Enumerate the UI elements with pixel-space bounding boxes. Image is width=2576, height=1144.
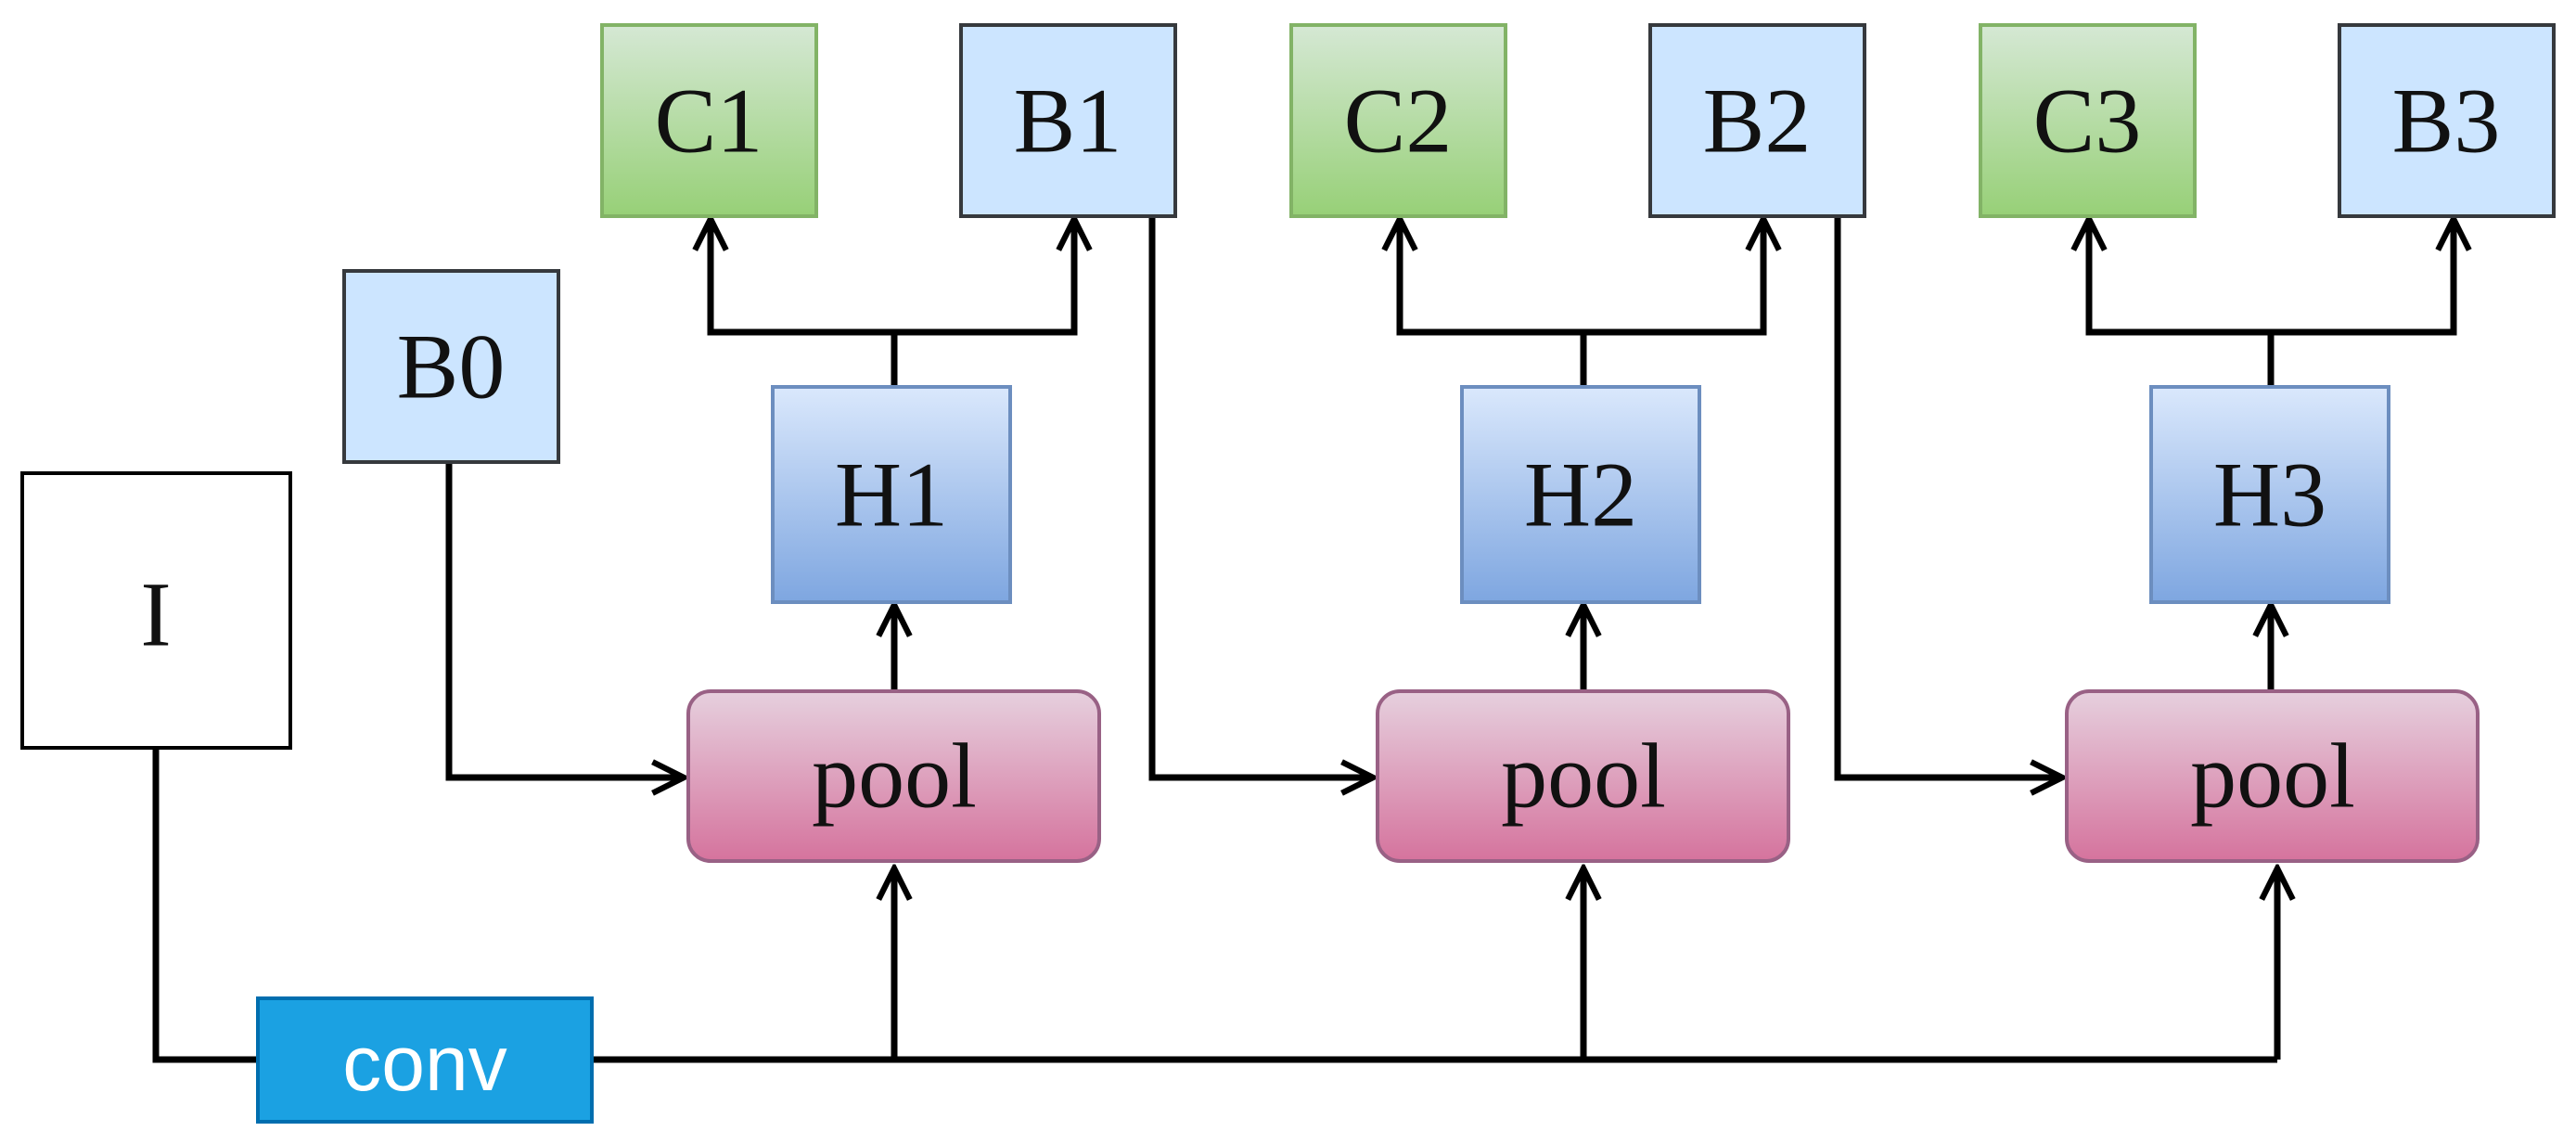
- box-node-b2: [1648, 23, 1866, 218]
- stage-2: C2 B2 H2 pool: [1289, 23, 1866, 863]
- box-node-b0: B0: [342, 269, 560, 464]
- input-label: I: [140, 563, 171, 666]
- edge-h1-to-c1: [711, 221, 894, 336]
- box-node-b1: [959, 23, 1177, 218]
- edges: [152, 217, 2454, 1063]
- pool-node-3: [2065, 689, 2480, 863]
- b2-label: B2: [1703, 70, 1812, 173]
- pool-node-2: [1376, 689, 1790, 863]
- c3-label: C3: [2033, 70, 2142, 173]
- b0-label: B0: [397, 315, 506, 418]
- pool-2-label: pool: [1501, 725, 1666, 828]
- edge-b1-to-pool-2: [1148, 217, 1371, 778]
- edge-h1-to-b1: [894, 221, 1074, 336]
- cls-node-c2: [1289, 23, 1507, 218]
- edge-input-to-conv: [152, 750, 258, 1063]
- conv-label: conv: [342, 1020, 506, 1107]
- head-node-h1: [771, 385, 1012, 604]
- edge-b0-to-pool-1: [445, 464, 682, 778]
- pool-3-label: pool: [2190, 725, 2355, 828]
- edge-h3-to-c3: [2089, 221, 2271, 336]
- h2-label: H2: [1524, 443, 1637, 546]
- cls-node-c3: [1979, 23, 2197, 218]
- input-node: I: [20, 471, 292, 750]
- box-node-b3: [2338, 23, 2556, 218]
- cls-node-c1: [600, 23, 818, 218]
- c1-label: C1: [655, 70, 763, 173]
- b1-label: B1: [1014, 70, 1122, 173]
- conv-node: conv: [256, 996, 594, 1124]
- nodes: I conv B0 C1 B1 H1 pool C2 B: [20, 23, 2556, 1124]
- edge-h2-to-b2: [1583, 221, 1763, 336]
- h3-label: H3: [2213, 443, 2326, 546]
- edge-h3-to-b3: [2271, 221, 2454, 336]
- head-node-h2: [1460, 385, 1701, 604]
- stage-3: C3 B3 H3 pool: [1979, 23, 2556, 863]
- pool-1-label: pool: [812, 725, 977, 828]
- edge-h2-to-c2: [1400, 221, 1583, 336]
- h1-label: H1: [835, 443, 948, 546]
- edge-b2-to-pool-3: [1834, 217, 2060, 778]
- pool-node-1: [686, 689, 1101, 863]
- head-node-h3: [2149, 385, 2390, 604]
- stage-1: C1 B1 H1 pool: [600, 23, 1177, 863]
- b3-label: B3: [2392, 70, 2501, 173]
- c2-label: C2: [1344, 70, 1453, 173]
